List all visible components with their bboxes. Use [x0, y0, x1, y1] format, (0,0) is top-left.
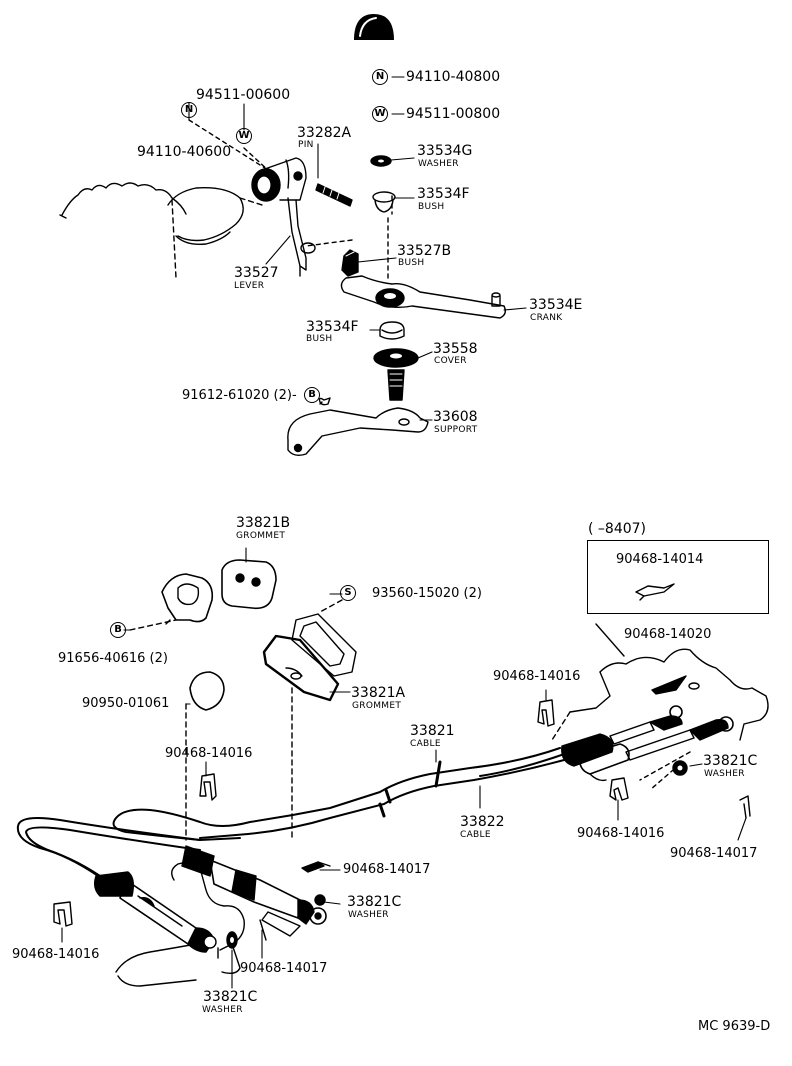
desc-cable-1: CABLE — [410, 739, 441, 749]
label-33821C-mid: 33821C — [347, 894, 402, 910]
label-33534G: 33534G — [417, 143, 473, 159]
desc-pin: PIN — [298, 140, 314, 150]
label-90468-14016-mid: 90468-14016 — [493, 669, 581, 684]
bracket-right — [551, 648, 769, 741]
cable-ends-right — [561, 705, 734, 782]
inset-box: 90468-14014 — [587, 540, 769, 614]
pin-33282A — [315, 183, 353, 207]
lever-assembly — [251, 157, 316, 277]
label-33608: 33608 — [433, 409, 478, 425]
desc-washer-bottom: WASHER — [202, 1005, 243, 1015]
bush-33534F-bottom — [379, 321, 405, 340]
pin-90468-14017-mid — [301, 861, 331, 873]
n-mark-icon: N — [372, 69, 388, 85]
label-94110-40600: 94110-40600 — [137, 144, 232, 160]
cable-ends-left — [93, 845, 327, 953]
label-90468-14016-right: 90468-14016 — [577, 826, 665, 841]
desc-washer-right: WASHER — [704, 769, 745, 779]
label-90468-14017-right: 90468-14017 — [670, 846, 758, 861]
label-33527B: 33527B — [397, 243, 452, 259]
label-33534F-bottom: 33534F — [306, 319, 359, 335]
label-33534E: 33534E — [529, 297, 583, 313]
grommet-33821A — [262, 613, 357, 702]
desc-washer: WASHER — [418, 159, 459, 169]
shift-knob-cap — [354, 14, 394, 40]
label-93560-15020: 93560-15020 (2) — [372, 586, 482, 601]
label-33822: 33822 — [460, 814, 505, 830]
n-mark-icon-2: N — [181, 102, 197, 118]
desc-cover: COVER — [434, 356, 467, 366]
label-33821: 33821 — [410, 723, 455, 739]
desc-support: SUPPORT — [434, 425, 478, 435]
label-90468-14016-far-left: 90468-14016 — [12, 947, 100, 962]
bush-33527B — [341, 249, 359, 277]
inset-range: ( –8407) — [588, 521, 647, 537]
clip-shapes — [53, 699, 629, 927]
desc-lever: LEVER — [234, 281, 265, 291]
label-94511-00600: 94511-00600 — [196, 87, 291, 103]
label-33558: 33558 — [433, 341, 478, 357]
s-mark-icon: S — [340, 585, 356, 601]
bush-33534F-top — [372, 191, 396, 213]
b-mark-icon-2: B — [110, 622, 126, 638]
label-91656-40616: 91656-40616 (2) — [58, 651, 168, 666]
label-33821C-right: 33821C — [703, 753, 758, 769]
transmission-housing — [59, 182, 263, 279]
label-90468-14017-bottom: 90468-14017 — [240, 961, 328, 976]
figure-code: MC 9639-D — [698, 1019, 771, 1034]
desc-grommet-a: GROMMET — [352, 701, 402, 711]
bracket-left-lower — [115, 861, 301, 987]
desc-grommet-top: GROMMET — [236, 531, 286, 541]
b-mark-icon: B — [304, 387, 320, 403]
washer-33821C-right — [672, 760, 688, 776]
label-90950-01061: 90950-01061 — [82, 696, 170, 711]
desc-washer-mid: WASHER — [348, 910, 389, 920]
label-94511-00800: 94511-00800 — [406, 106, 501, 122]
label-33821A: 33821A — [351, 685, 406, 701]
label-33282A: 33282A — [297, 125, 352, 141]
desc-bush-b: BUSH — [398, 258, 425, 268]
w-mark-icon-2: W — [236, 128, 252, 144]
w-mark-icon: W — [372, 106, 388, 122]
inset-clip — [635, 583, 675, 601]
label-90468-14016-left: 90468-14016 — [165, 746, 253, 761]
label-91612-61020: 91612-61020 (2)- — [182, 388, 297, 403]
grommet-33821B — [161, 559, 277, 625]
label-90468-14020: 90468-14020 — [624, 627, 712, 642]
label-33527: 33527 — [234, 265, 279, 281]
leader-lines — [61, 76, 747, 989]
desc-bush-bottom: BUSH — [306, 334, 333, 344]
label-94110-40800: 94110-40800 — [406, 69, 501, 85]
crank-33534E — [340, 275, 507, 319]
label-33821B: 33821B — [236, 515, 291, 531]
desc-crank: CRANK — [530, 313, 563, 323]
cables — [16, 747, 571, 881]
desc-bush-top: BUSH — [418, 202, 445, 212]
label-33534F-top: 33534F — [417, 186, 470, 202]
desc-cable-2: CABLE — [460, 830, 491, 840]
inset-part-label: 90468-14014 — [616, 552, 704, 567]
label-33821C-bottom: 33821C — [203, 989, 258, 1005]
pin-90468-14017-right — [739, 795, 751, 819]
washer-33821C-mid — [314, 894, 326, 906]
washer-33534G — [370, 155, 392, 167]
support-33608 — [287, 369, 429, 457]
label-90468-14017-mid: 90468-14017 — [343, 862, 431, 877]
cover-33558 — [373, 348, 419, 368]
